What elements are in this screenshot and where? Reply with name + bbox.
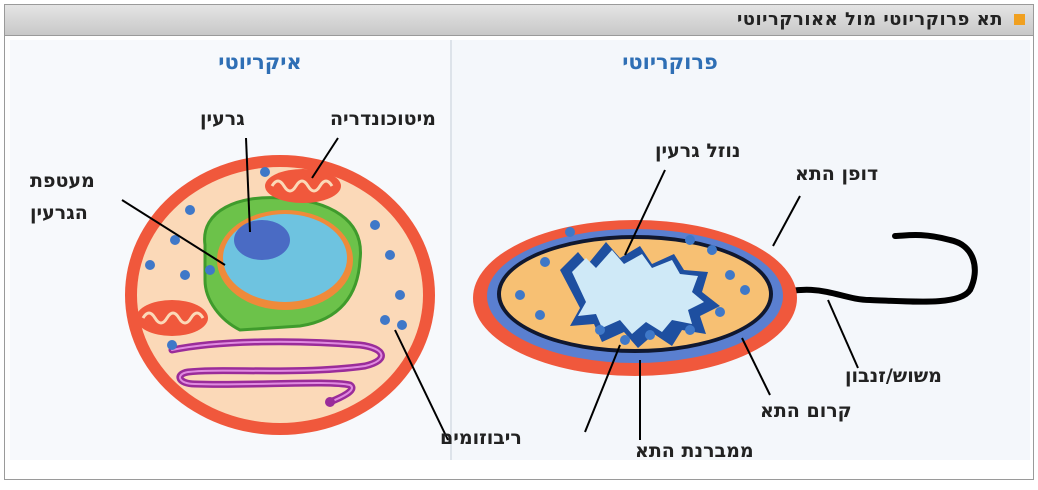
- label-cell-capsule: קרום התא: [760, 400, 852, 422]
- mitochondrion-left: [136, 300, 208, 336]
- label-nucleus: גרעין: [200, 108, 245, 130]
- prokaryote-heading: פרוקריוטי: [585, 50, 755, 74]
- eukaryote-heading: איקריוטי: [190, 50, 330, 74]
- nucleolus: [234, 220, 290, 260]
- label-nucleoid: נוזל גרעין: [655, 140, 741, 162]
- label-cell-wall: דופן התא: [795, 163, 878, 185]
- label-nuclear-envelope-2: הגרעין: [30, 202, 88, 224]
- label-ribosomes: ריבוזומים: [440, 427, 522, 449]
- mitochondrion-top: [265, 169, 341, 203]
- label-cell-membrane: ממברנת התא: [635, 440, 754, 462]
- label-flagellum: משוש/זנבון: [845, 365, 942, 387]
- label-nuclear-envelope-1: מעטפת: [30, 170, 95, 192]
- label-mitochondria: מיטוכונדריה: [330, 108, 436, 130]
